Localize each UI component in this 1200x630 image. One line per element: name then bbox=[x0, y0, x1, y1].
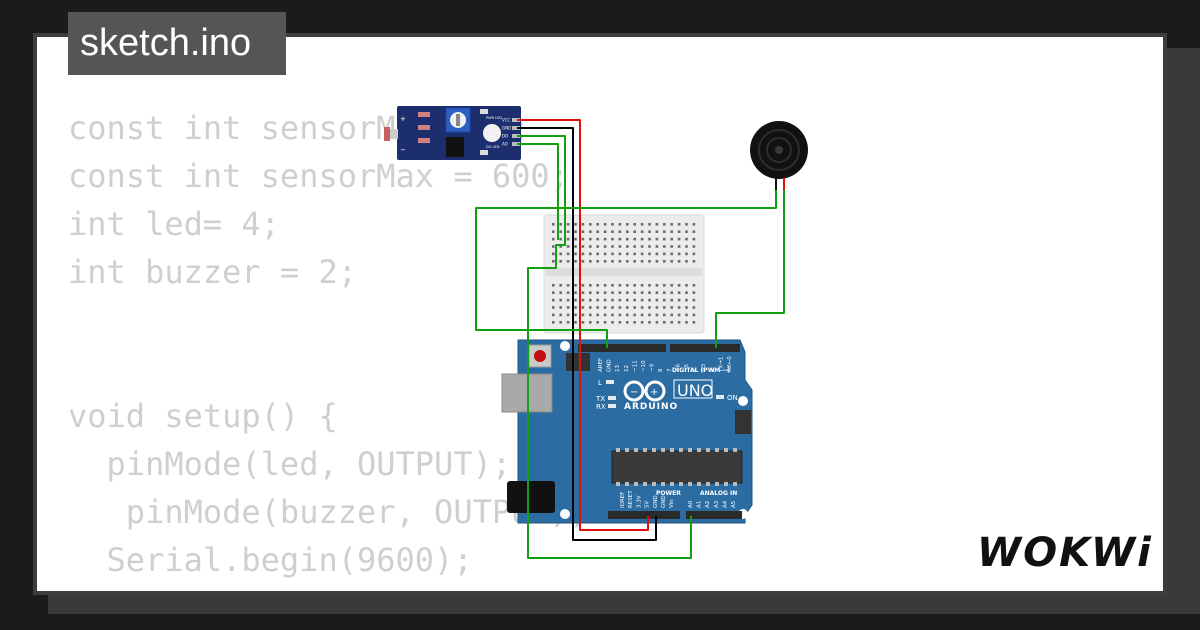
code-line: pinMode(led, OUTPUT); bbox=[68, 445, 512, 483]
filename-tab[interactable]: sketch.ino bbox=[68, 12, 286, 75]
pin-label: GND bbox=[607, 359, 613, 372]
sensor-pwr-led-label: PWR LED bbox=[486, 116, 502, 120]
wire-vcc-red bbox=[517, 119, 649, 531]
led-l-label: L bbox=[598, 379, 602, 387]
code-line: void setup() { bbox=[68, 397, 338, 435]
sensor-module[interactable]: + − PWR LED DO LED VCC GND DO AO bbox=[384, 106, 521, 160]
pin-label: A0 bbox=[688, 500, 694, 508]
pin-label: 12 bbox=[624, 365, 630, 372]
pin-label: ~3 bbox=[701, 363, 707, 372]
wire-do-green bbox=[517, 135, 692, 559]
wokwi-logo-icon: WOKWi bbox=[977, 530, 1153, 576]
pin-label: ~11 bbox=[632, 360, 638, 372]
pin-label: 7 bbox=[667, 368, 673, 372]
sensor-do-led-label: DO LED bbox=[486, 145, 500, 149]
pin-label: ~5 bbox=[684, 363, 690, 372]
code-line: int led= 4; bbox=[68, 205, 280, 243]
buzzer[interactable] bbox=[750, 121, 808, 190]
code-line: Serial.begin(9600); bbox=[68, 541, 473, 579]
sensor-pin-label: DO bbox=[502, 134, 508, 139]
pin-label: A1 bbox=[697, 501, 703, 508]
sensor-pin-label: VCC bbox=[502, 118, 511, 123]
pin-label: GND bbox=[653, 495, 659, 508]
svg-text:−: − bbox=[630, 387, 638, 398]
pin-label: AREF bbox=[598, 358, 604, 372]
svg-text:+: + bbox=[650, 387, 658, 398]
svg-text:+: + bbox=[400, 115, 406, 123]
pin-label: RESET bbox=[628, 490, 634, 508]
pin-label: A2 bbox=[705, 501, 711, 508]
code-line: const int sensorMax = 600; bbox=[68, 157, 569, 195]
analog-header-label: ANALOG IN bbox=[700, 490, 737, 497]
wire-buzzer-positive bbox=[715, 190, 785, 348]
pin-label: 3.3V bbox=[636, 495, 642, 508]
sensor-pin-label: AO bbox=[502, 142, 508, 147]
breadboard[interactable] bbox=[543, 214, 705, 334]
pin-label: 4 bbox=[693, 368, 699, 372]
pin-label: A3 bbox=[714, 500, 720, 508]
pin-label: 13 bbox=[615, 365, 621, 372]
wire-gnd-black bbox=[517, 127, 657, 541]
pin-label: 5V bbox=[645, 501, 651, 508]
led-tx-label: TX bbox=[595, 395, 605, 403]
pin-label: Vin bbox=[669, 499, 675, 508]
pin-label: ~6 bbox=[675, 363, 681, 372]
board-model: UNO bbox=[677, 381, 713, 400]
code-line: pinMode(buzzer, OUTPUT); bbox=[68, 493, 589, 531]
arduino-uno-board[interactable]: − + UNO ARDUINO DIGITAL (PWM ~) POWER AN… bbox=[501, 339, 753, 524]
pin-label: 8 bbox=[658, 368, 664, 372]
sensor-pin-label: GND bbox=[502, 126, 511, 131]
digital-header-label: DIGITAL (PWM ~) bbox=[672, 367, 730, 374]
pin-label: ~10 bbox=[641, 360, 647, 372]
pin-label: A4 bbox=[722, 500, 728, 508]
pin-label: TX→1 bbox=[718, 357, 724, 373]
pin-label: IOREF bbox=[620, 492, 626, 508]
led-on-label: ON bbox=[727, 394, 738, 402]
pin-label: A5 bbox=[731, 500, 737, 508]
wires bbox=[475, 119, 785, 559]
pin-label: ~9 bbox=[650, 363, 656, 372]
svg-text:−: − bbox=[400, 146, 406, 154]
arduino-logo-icon bbox=[623, 380, 666, 402]
pin-label: 2 bbox=[710, 369, 716, 373]
pin-label: GND bbox=[661, 495, 667, 508]
wire-buzzer-negative bbox=[475, 190, 777, 348]
wokwi-logo-text: WOKWi bbox=[977, 530, 1153, 576]
power-header-label: POWER bbox=[656, 490, 681, 497]
board-brand: ARDUINO bbox=[624, 402, 678, 412]
atmega-chip bbox=[611, 450, 743, 484]
pin-label: RX←0 bbox=[727, 356, 733, 372]
code-line: } bbox=[68, 584, 588, 591]
led-rx-label: RX bbox=[596, 403, 606, 411]
code-line: int buzzer = 2; bbox=[68, 253, 357, 291]
dc-jack[interactable] bbox=[507, 481, 555, 513]
